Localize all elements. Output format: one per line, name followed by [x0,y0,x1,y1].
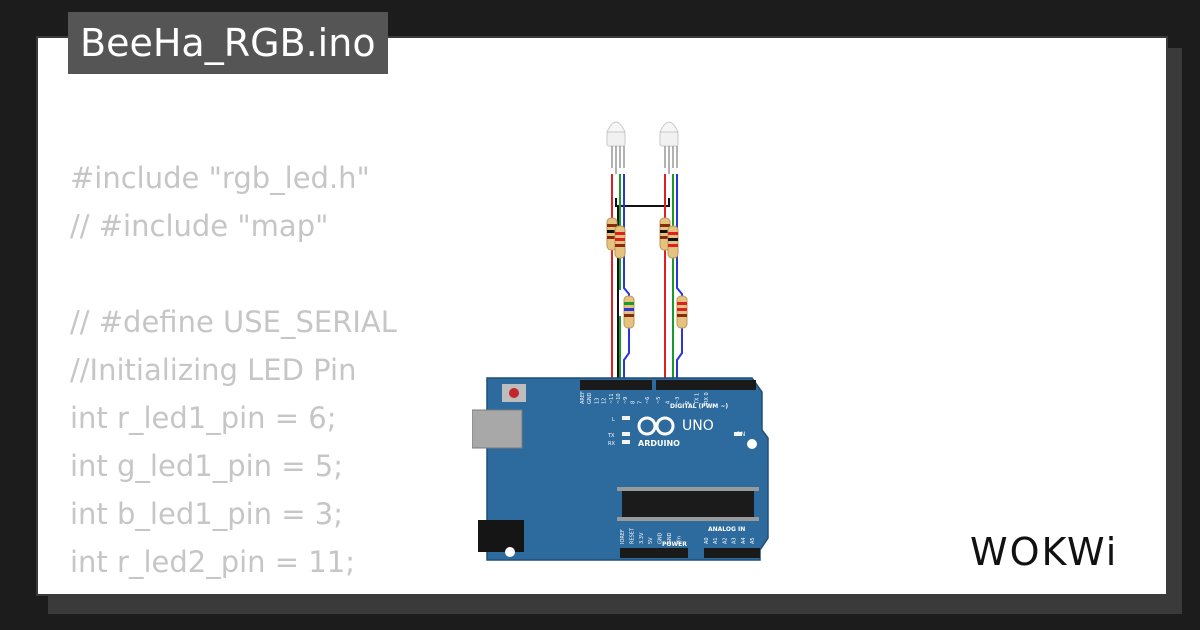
pin-label: IOREF [620,529,626,544]
code-line [70,250,397,298]
board-name: UNO [682,418,714,434]
code-line: // #define USE_SERIAL [70,305,397,339]
rgb-led-2 [659,121,679,174]
project-title: BeeHa_RGB.ino [68,12,388,74]
power-label: POWER [662,541,687,548]
pin-label: 7 [638,401,644,404]
pin-label: 4 [666,401,672,404]
pin-label: Vin [676,536,682,544]
led-label-rx: RX [608,441,615,447]
wokwi-logo-icon: WOKWi [970,530,1118,574]
pin-label: A5 [750,537,756,544]
pin-label: 12 [602,398,608,404]
pin-label: 3.3V [639,532,645,544]
pin-label: ~3 [675,397,681,404]
code-line: int g_led2_pin = 10; [70,586,397,594]
code-line: int r_led1_pin = 6; [70,401,337,435]
pin-label: GND [587,392,593,404]
arduino-logo-icon [637,416,675,436]
code-line: int b_led1_pin = 3; [70,497,343,531]
digital-header-label: DIGITAL (PWM ~) [670,403,728,410]
pin-label: GND [658,532,664,544]
pin-label: 5V [648,537,654,544]
arduino-uno-board [472,377,769,561]
pin-label: ~9 [623,397,629,404]
resistor [623,295,635,329]
pin-label: ~5 [656,397,662,404]
pin-label: A1 [713,537,719,544]
pin-label: 13 [594,398,600,404]
resistor [676,295,688,329]
wires [611,174,683,383]
resistor [667,225,679,259]
pin-label: RX 0 [704,392,710,404]
code-line: int r_led2_pin = 11; [70,545,355,579]
pin-label: A0 [704,537,710,544]
preview-card: #include "rgb_led.h" // #include "map" // … [36,36,1168,596]
pin-label: 2 [685,401,691,404]
code-line: #include "rgb_led.h" [70,161,370,195]
led-label-tx: TX [607,433,615,439]
code-preview: #include "rgb_led.h" // #include "map" // … [70,154,397,594]
analog-label: ANALOG IN [708,526,745,533]
resistor [614,225,626,259]
pin-label: AREF [580,391,586,404]
pin-label: 8 [630,401,636,404]
code-line: // #include "map" [70,209,329,243]
code-line: int g_led1_pin = 5; [70,449,343,483]
circuit-diagram: UNO ARDUINO DIGITAL (PWM ~) POWER ANALOG… [472,121,769,561]
pin-label: ~11 [609,393,615,404]
pin-label: A2 [722,537,728,544]
code-line: //Initializing LED Pin [70,353,357,387]
on-label: ON [736,431,745,438]
pin-label: ~10 [616,393,622,404]
pin-label: RESET [629,527,635,544]
wokwi-logo: WOKWi [968,529,1140,580]
pin-label: A3 [732,537,738,544]
board-brand: ARDUINO [638,439,680,448]
pin-label: GND [667,532,673,544]
rgb-led-1 [606,121,626,174]
pin-label: TX 1 [694,393,700,405]
logo-text: WOKWi [970,530,1118,574]
pin-label: ~6 [645,397,651,404]
led-label-l: L [612,417,615,423]
pin-label: A4 [741,537,747,544]
board-labels: UNO ARDUINO DIGITAL (PWM ~) POWER ANALOG… [607,403,745,548]
